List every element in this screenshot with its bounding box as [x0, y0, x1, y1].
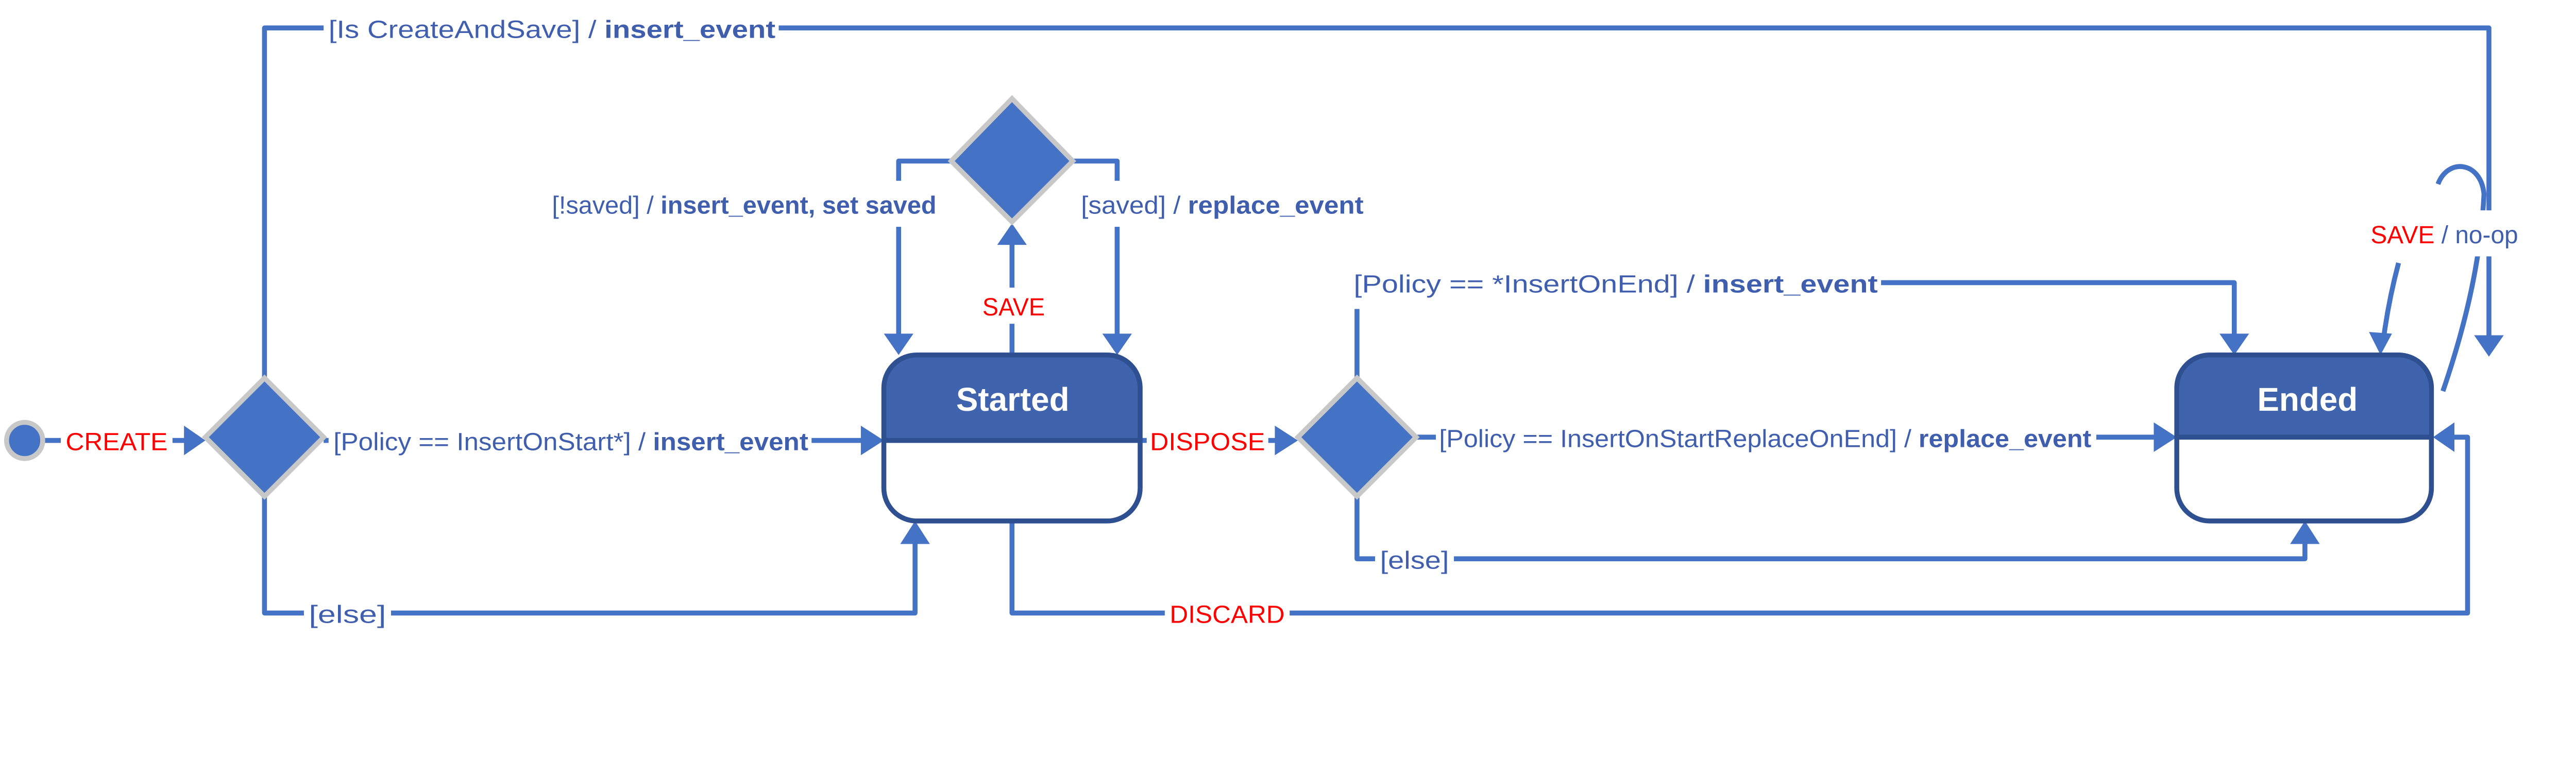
state-ended[interactable]: Ended	[2174, 352, 2434, 524]
arrow-head-icon	[2154, 422, 2177, 452]
arrow-head-icon	[2219, 333, 2249, 355]
arrow-head-icon	[884, 333, 913, 355]
self-loop-connector	[2435, 164, 2487, 392]
arrow-head-icon	[2433, 422, 2455, 452]
label-not-saved: [!saved] / insert_event, set saved	[552, 192, 936, 220]
arrow-head-icon	[900, 521, 930, 544]
arrowheads	[184, 223, 2504, 544]
state-title-started: Started	[956, 381, 1070, 418]
label-ended-save-noop: SAVE / no-op	[2370, 222, 2518, 249]
initial-node[interactable]	[4, 420, 45, 461]
connectors	[44, 25, 2492, 616]
create-and-save-connector	[262, 25, 2492, 378]
state-diagram: Started Ended CREATE [Is CreateAndSave] …	[4, 16, 2518, 629]
arrow-head-icon	[2474, 335, 2504, 357]
decision-create[interactable]	[201, 374, 327, 500]
label-insert-on-start: [Policy == InsertOnStart*] / insert_even…	[333, 429, 808, 456]
event-dispose: DISPOSE	[1150, 429, 1265, 456]
self-loop-return	[2381, 262, 2401, 338]
state-started[interactable]: Started	[881, 352, 1143, 524]
arrow-head-icon	[1275, 425, 1298, 456]
arrow-head-icon	[2369, 332, 2392, 355]
event-discard: DISCARD	[1170, 601, 1284, 629]
arrow-head-icon	[997, 223, 1027, 245]
event-save: SAVE	[982, 294, 1045, 321]
label-else-start: [else]	[309, 601, 386, 629]
arrow-head-icon	[184, 425, 206, 456]
arrow-head-icon	[2290, 521, 2320, 544]
else-end-connector	[1354, 496, 2308, 561]
decision-dispose[interactable]	[1294, 374, 1420, 500]
arrow-head-icon	[860, 425, 884, 456]
label-else-end: [else]	[1380, 547, 1449, 574]
decision-saved[interactable]	[947, 95, 1076, 226]
event-create: CREATE	[66, 429, 168, 456]
saved-connector	[1073, 158, 1120, 337]
not-saved-connector	[896, 158, 955, 337]
else-start-connector	[262, 496, 918, 616]
arrow-head-icon	[1102, 333, 1132, 355]
label-replace-on-end: [Policy == InsertOnStartReplaceOnEnd] / …	[1439, 425, 2091, 453]
state-title-ended: Ended	[2257, 381, 2358, 418]
label-insert-on-end: [Policy == *InsertOnEnd] / insert_event	[1354, 271, 1878, 298]
discard-connector	[1009, 434, 2470, 616]
label-create-and-save: [Is CreateAndSave] / insert_event	[329, 16, 775, 43]
label-saved: [saved] / replace_event	[1081, 192, 1364, 220]
